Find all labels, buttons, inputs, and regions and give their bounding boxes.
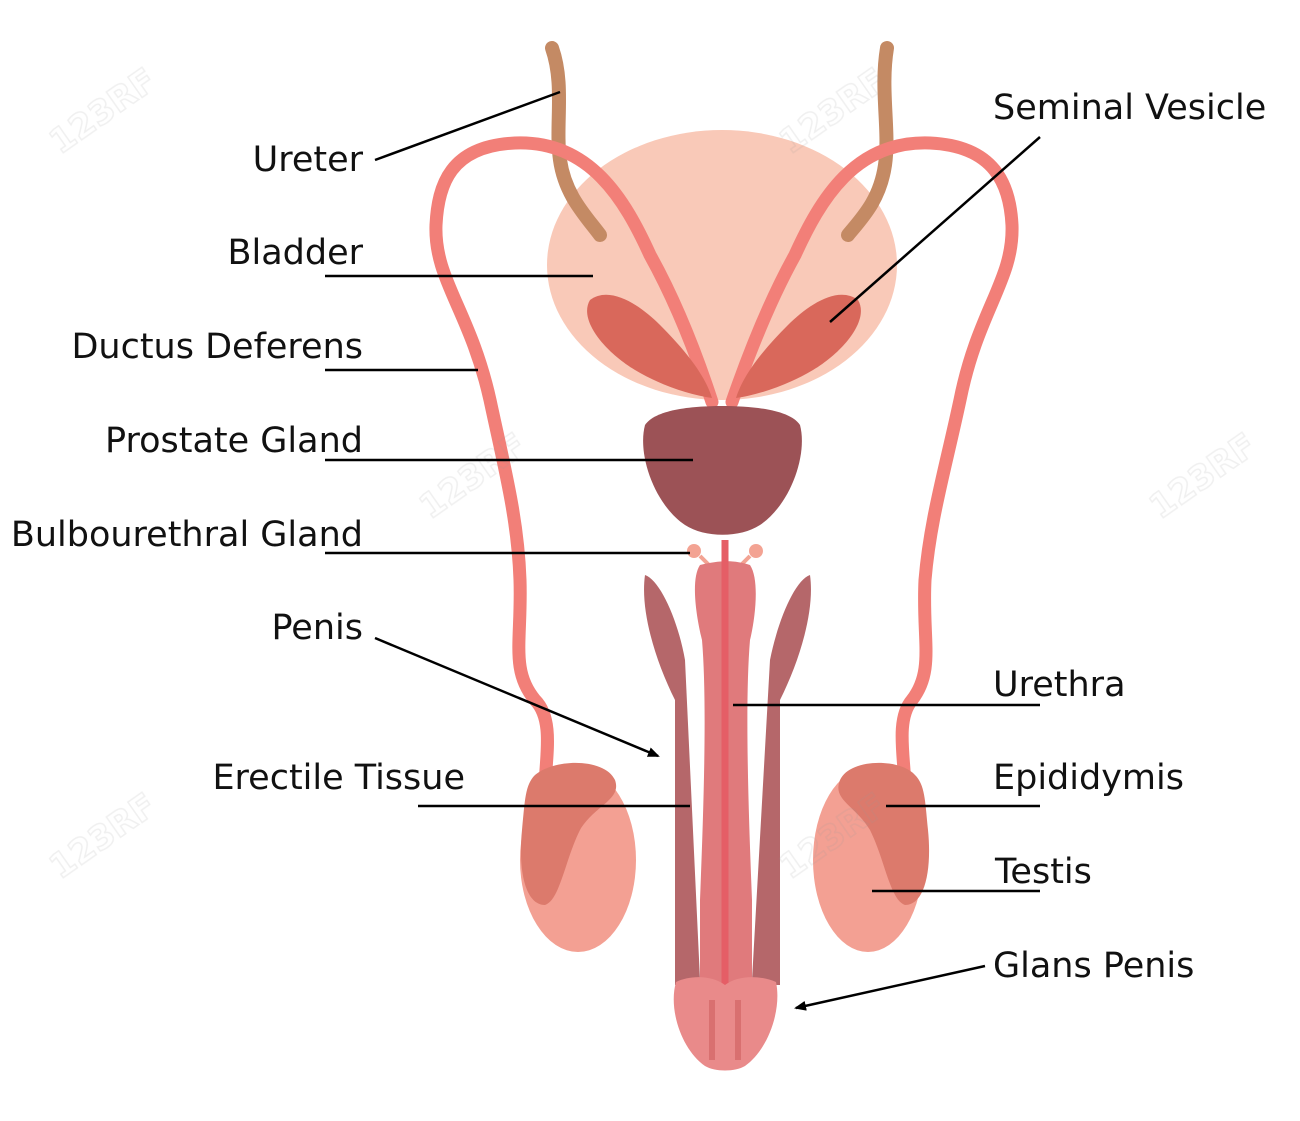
watermark-text: 123RF [42,61,164,163]
left-bulbourethral-gland [687,544,701,558]
right-seminal-vesicle [736,294,861,398]
ureter-leader [374,90,561,162]
watermark-text: 123RF [42,786,164,888]
right-bulbourethral-gland [749,544,763,558]
glans-penis-arrow [794,964,986,1011]
glans-penis-shape [673,977,778,1071]
right-epididymis [838,762,930,905]
right-ductus-deferens [725,136,1019,797]
label-penis: Penis [271,608,363,648]
left-epididymis [520,762,617,905]
label-testis: Testis [994,852,1092,892]
prostate-gland-shape [643,406,802,535]
right-ureter [841,41,894,242]
label-prostate-gland: Prostate Gland [105,421,363,461]
label-glans-penis: Glans Penis [993,946,1194,986]
label-epididymis: Epididymis [993,758,1184,798]
penis-arrow [374,636,660,758]
label-ductus-deferens: Ductus Deferens [71,327,363,367]
left-ureter [545,41,607,242]
seminal-vesicle-leader [829,136,1041,323]
label-bulbourethral-gland: Bulbourethral Gland [11,515,363,555]
watermark-text: 123RF [1142,426,1264,528]
left-seminal-vesicle [587,294,712,398]
label-seminal-vesicle: Seminal Vesicle [993,88,1266,128]
left-ductus-deferens [429,136,719,797]
label-erectile-tissue: Erectile Tissue [212,758,465,798]
erectile-tissue-shape [644,575,811,985]
glans-meatus [709,1000,741,1060]
label-bladder: Bladder [227,233,363,273]
label-urethra: Urethra [993,665,1126,705]
label-ureter: Ureter [253,140,364,180]
